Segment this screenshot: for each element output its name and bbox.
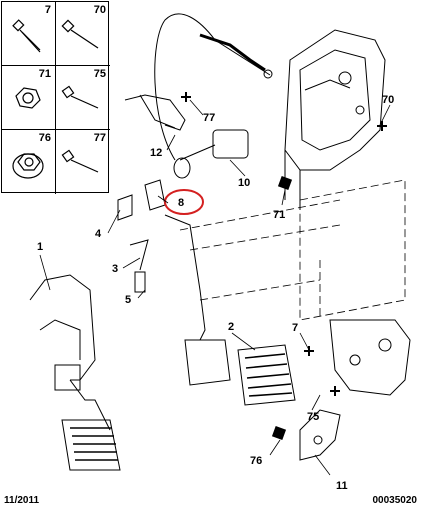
footer-code: 00035020: [372, 495, 418, 506]
fastener-ref: 75: [93, 68, 106, 80]
pedal-bracket: [284, 29, 386, 210]
callout-2: 2: [228, 321, 234, 333]
accelerator-pedal: [237, 344, 296, 406]
markers: [181, 92, 387, 441]
fastener-cell: 71: [2, 66, 56, 130]
clip-part: [124, 94, 186, 131]
bolt-icon: [12, 19, 41, 53]
callout-5: 5: [125, 294, 131, 306]
highlight-ellipse: [164, 189, 204, 215]
fastener-cell: 70: [56, 2, 110, 66]
nut-icon: [15, 87, 41, 109]
bolt-icon: [61, 85, 99, 109]
fastener-cell: 75: [56, 66, 110, 130]
leader-lines: [39, 99, 391, 476]
clutch-pedal: [29, 274, 121, 471]
lower-bracket: [329, 319, 411, 396]
fastener-ref: 70: [93, 4, 106, 16]
fastener-ref: 7: [44, 4, 51, 16]
fastener-cell: 77: [56, 130, 110, 194]
callout-75: 75: [307, 411, 319, 423]
small-parts: [117, 179, 166, 293]
brake-pedal: [164, 214, 231, 386]
footer-date: 11/2011: [4, 495, 40, 506]
callout-76: 76: [250, 455, 262, 467]
callout-1: 1: [37, 241, 43, 253]
fasteners-grid: 7 70 71 75: [1, 1, 110, 194]
small-bracket: [299, 409, 341, 461]
fastener-ref: 71: [38, 68, 51, 80]
flange-nut-icon: [12, 153, 44, 179]
fastener-cell: 76: [2, 130, 56, 194]
callout-70: 70: [382, 94, 394, 106]
bolt-icon: [61, 19, 99, 49]
callout-3: 3: [112, 263, 118, 275]
callout-11: 11: [336, 480, 348, 492]
guide-lines: [179, 179, 406, 321]
callout-77: 77: [203, 112, 215, 124]
bolt-icon: [61, 149, 99, 173]
callout-4: 4: [95, 228, 102, 240]
fastener-cell: 7: [2, 2, 56, 66]
fastener-ref: 76: [38, 132, 51, 144]
callout-7: 7: [292, 322, 298, 334]
clutch-cable: [154, 13, 273, 179]
callout-12: 12: [150, 147, 162, 159]
fastener-ref: 77: [93, 132, 106, 144]
callout-8: 8: [178, 197, 184, 209]
callout-71: 71: [273, 209, 285, 221]
callout-10: 10: [238, 177, 250, 189]
